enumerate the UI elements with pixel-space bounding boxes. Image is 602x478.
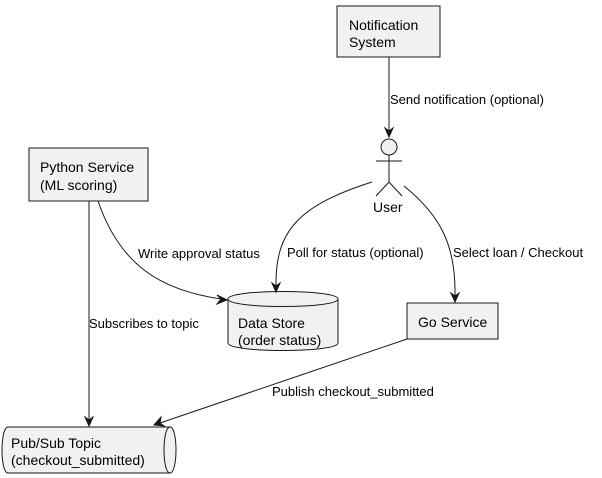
- edge-label-publish: Publish checkout_submitted: [272, 384, 434, 399]
- edge-poll-status: Poll for status (optional): [270, 181, 424, 294]
- data-store-cylinder-rim: [227, 298, 339, 307]
- edge-select-loan: Select loan / Checkout: [403, 185, 583, 304]
- pubsub-topic-node: Pub/Sub Topic (checkout_submitted): [1, 426, 177, 474]
- edge-label-subscribes: Subscribes to topic: [89, 316, 199, 331]
- edge-label-write-approval: Write approval status: [138, 246, 260, 261]
- data-store-label-line1: Data Store: [238, 315, 305, 331]
- edge-subscribes: Subscribes to topic: [83, 201, 199, 428]
- pubsub-topic-end-cap: [163, 426, 171, 474]
- notification-system-node: Notification System: [336, 5, 441, 58]
- data-store-cylinder-body: [227, 291, 339, 351]
- edge-label-poll-status: Poll for status (optional): [287, 245, 424, 260]
- data-store-label-line2: (order status): [238, 332, 321, 348]
- user-label: User: [373, 199, 403, 215]
- user-head-icon: [380, 138, 398, 156]
- go-service-label: Go Service: [418, 314, 487, 330]
- edge-publish: Publish checkout_submitted: [152, 338, 434, 427]
- pubsub-topic-label-line1: Pub/Sub Topic: [11, 435, 101, 451]
- edge-label-send-notification: Send notification (optional): [390, 92, 544, 107]
- edge-send-notification: Send notification (optional): [383, 57, 544, 139]
- arrowhead-icon: [449, 291, 461, 304]
- arrowhead-icon: [152, 415, 166, 427]
- python-service-label-line1: Python Service: [40, 159, 134, 175]
- user-right-leg: [388, 181, 403, 197]
- python-service-node: Python Service (ML scoring): [28, 147, 149, 202]
- arrowhead-icon: [383, 126, 395, 139]
- go-service-node: Go Service: [406, 302, 499, 340]
- notification-system-label-line2: System: [349, 34, 396, 50]
- user-left-leg: [375, 181, 390, 197]
- notification-system-label-line1: Notification: [349, 17, 418, 33]
- arrowhead-icon: [83, 415, 95, 428]
- edge-write-approval: Write approval status: [97, 200, 260, 306]
- user-actor: User: [373, 138, 403, 215]
- data-store-node: Data Store (order status): [227, 291, 339, 351]
- pubsub-topic-label-line2: (checkout_submitted): [11, 452, 145, 468]
- python-service-label-line2: (ML scoring): [40, 177, 117, 193]
- arrowhead-icon: [270, 281, 282, 294]
- arrowhead-icon: [215, 294, 229, 306]
- edge-label-select-loan: Select loan / Checkout: [453, 245, 583, 260]
